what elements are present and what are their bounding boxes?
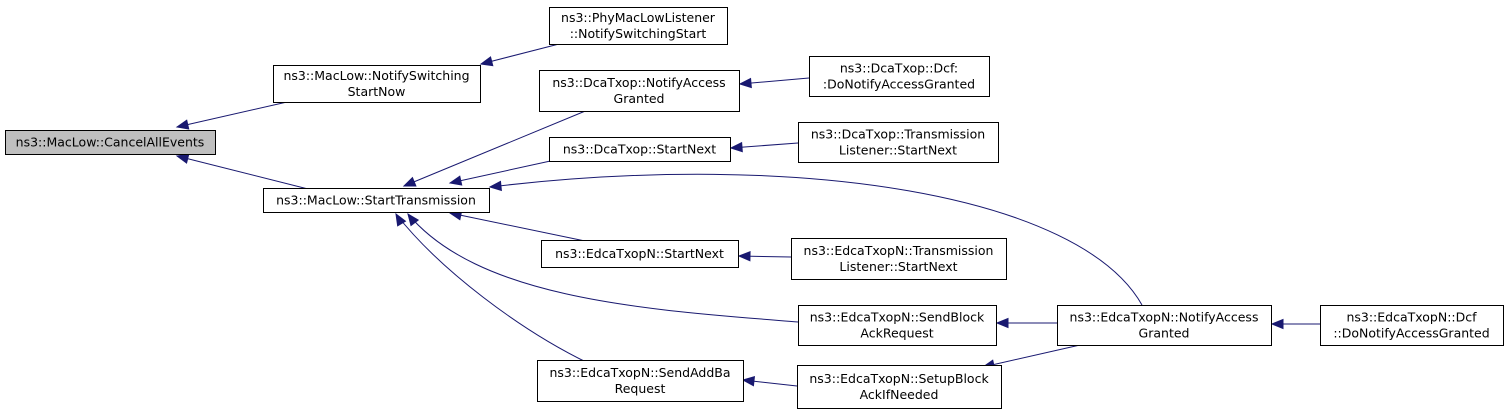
arrow-head [402,176,417,187]
node-label-line: StartNow [348,84,406,99]
node-cancel-all-events[interactable]: ns3::MacLow::CancelAllEvents [5,130,216,155]
edge-line [489,173,1143,306]
edge-line [449,212,586,242]
node-label-line: ns3::DcaTxop::StartNext [563,142,716,157]
edge-line [176,101,288,128]
arrow-head [488,180,502,192]
node-box[interactable] [537,360,744,402]
node-label-line: ns3::PhyMacLowListener [561,10,716,25]
edge-line [739,77,810,85]
node-dcatxop-dcf-do-notify[interactable]: ns3::DcaTxop::Dcf::DoNotifyAccessGranted [809,56,990,97]
node-label-line: AckRequest [860,326,933,341]
edge-notify_switching_start_now-to-cancel_all_events [175,101,288,130]
edge-edca_start_next-to-start_transmission [448,210,586,242]
node-box[interactable] [809,56,990,97]
node-label-line: Granted [1139,326,1190,341]
edge-dcatxop_notify_access_granted-to-start_transmission [402,106,596,187]
node-edca-notify-access-granted[interactable]: ns3::EdcaTxopN::NotifyAccessGranted [1057,305,1272,346]
edge-edca_setup_block_ack-to-edca_send_add_ba_request [741,376,798,387]
arrow-head [479,56,494,67]
edge-dcatxop_tl_start_next-to-dcatxop_start_next [729,141,799,153]
node-edca-start-next[interactable]: ns3::EdcaTxopN::StartNext [541,240,739,268]
edge-phy_listener_notify_switching_start-to-notify_switching_start_now [479,43,560,67]
edge-edca_notify_access_granted-to-edca_send_block_ack_request [995,317,1057,329]
node-box[interactable] [798,305,997,346]
node-label-line: ::DoNotifyAccessGranted [1333,326,1489,341]
node-label-line: :DoNotifyAccessGranted [823,77,975,92]
edge-line [403,106,596,187]
node-box[interactable] [1320,305,1504,346]
node-label-line: Granted [614,91,665,106]
node-dcatxop-notify-access-granted[interactable]: ns3::DcaTxop::NotifyAccessGranted [539,70,740,112]
node-label-line: ns3::EdcaTxopN::SendBlock [810,310,985,325]
edge-line [176,155,313,191]
node-label-line: ns3::DcaTxop::Transmission [811,127,985,142]
edge-edca_send_add_ba_request-to-start_transmission [395,212,589,364]
node-label-line: ns3::EdcaTxopN::SendAddBa [549,365,730,380]
arrow-head [395,212,407,227]
arrow-head [729,141,743,153]
node-label-line: AckIfNeeded [860,387,939,402]
node-label-line: ns3::MacLow::NotifySwitching [283,68,469,83]
edge-line [395,213,589,364]
arrow-head [738,77,752,89]
edge-dcatxop_start_next-to-start_transmission [448,159,556,186]
node-box[interactable] [5,130,216,155]
arrow-head [175,119,190,130]
node-box[interactable] [539,70,740,112]
node-label-line: Listener::StartNext [839,259,957,274]
node-layer: ns3::MacLow::CancelAllEventsns3::MacLow:… [5,7,1504,409]
edge-line [982,344,1081,368]
node-label-line: ns3::EdcaTxopN::SetupBlock [809,371,989,386]
arrow-head [448,175,463,186]
node-phy-listener-notify-switching-start[interactable]: ns3::PhyMacLowListener::NotifySwitchingS… [549,7,728,45]
node-label-line: ns3::EdcaTxopN::NotifyAccess [1070,310,1259,325]
edge-start_transmission-to-cancel_all_events [175,153,313,191]
node-label-line: ns3::EdcaTxopN::StartNext [555,246,724,261]
edge-edca_notify_access_granted-to-start_transmission [488,173,1143,306]
node-label-line: ns3::EdcaTxopN::Dcf [1346,310,1477,325]
edge-edca_dcf_do_notify-to-edca_notify_access_granted [1270,318,1320,330]
edge-line [480,43,560,65]
node-label-line: ns3::MacLow::CancelAllEvents [16,135,205,150]
node-label-line: ns3::DcaTxop::Dcf: [840,61,958,76]
node-label-line: ns3::MacLow::StartTransmission [276,193,476,208]
arrow-head [995,317,1009,329]
node-box[interactable] [798,122,999,163]
node-box[interactable] [1057,305,1272,346]
node-box[interactable] [263,188,490,213]
node-start-transmission[interactable]: ns3::MacLow::StartTransmission [263,188,490,213]
node-dcatxop-start-next[interactable]: ns3::DcaTxop::StartNext [549,137,731,162]
node-label-line: Listener::StartNext [839,143,957,158]
edge-line [449,159,556,184]
node-label-line: ::NotifySwitchingStart [570,26,707,41]
edge-layer [175,43,1320,387]
node-edca-dcf-do-notify[interactable]: ns3::EdcaTxopN::Dcf::DoNotifyAccessGrant… [1320,305,1504,346]
node-box[interactable] [791,238,1007,280]
node-box[interactable] [549,7,728,45]
node-label-line: ns3::DcaTxop::NotifyAccess [552,75,725,90]
arrow-head [175,153,190,164]
edge-line [407,213,799,323]
arrow-head [1270,318,1284,330]
node-box[interactable] [541,240,739,268]
node-box[interactable] [549,137,731,162]
node-label-line: ns3::EdcaTxopN::Transmission [804,243,994,258]
node-label-line: Request [615,381,666,396]
node-edca-tl-start-next[interactable]: ns3::EdcaTxopN::TransmissionListener::St… [791,238,1007,280]
edge-edca_send_block_ack_request-to-start_transmission [407,212,799,323]
arrow-head [741,376,756,387]
edge-edca_tl_start_next-to-edca_start_next [737,250,792,262]
edge-dcatxop_dcf_do_notify-to-dcatxop_notify_access_granted [738,77,810,89]
arrow-head [407,212,420,227]
node-dcatxop-tl-start-next[interactable]: ns3::DcaTxop::TransmissionListener::Star… [798,122,999,163]
node-box[interactable] [797,365,1002,409]
arrow-head [737,250,751,262]
node-box[interactable] [273,65,481,103]
